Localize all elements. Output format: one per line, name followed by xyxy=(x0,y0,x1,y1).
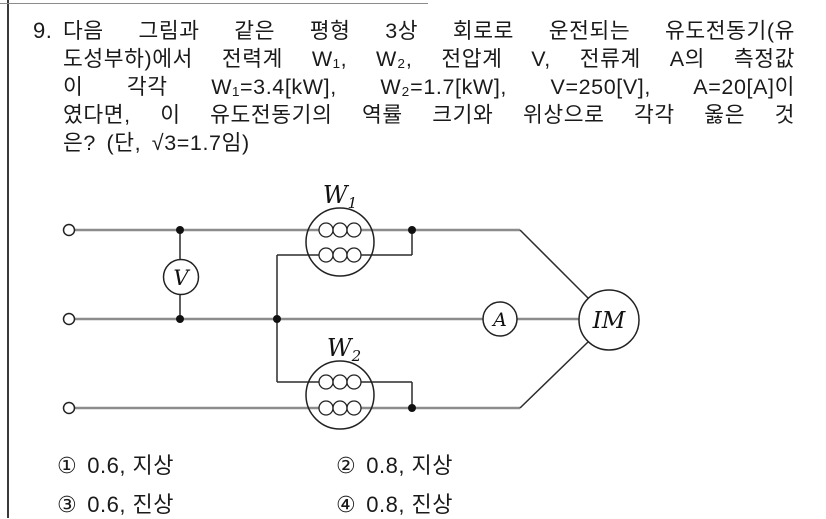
wattmeter1-label: W1 xyxy=(323,181,357,212)
ammeter-symbol xyxy=(482,301,518,337)
answer-choice-1: ① 0.6, 지상 xyxy=(57,448,174,480)
wattmeter2-symbol xyxy=(305,360,375,430)
w2-potential-coil xyxy=(346,374,362,390)
question-block: 9. 다음 그림과 같은 평형 3상 회로로 운전되는 유도전동기(유 도성부하… xyxy=(33,17,795,157)
wattmeter2-label: W2 xyxy=(327,334,361,365)
w2-current-coil xyxy=(318,400,334,416)
w1-current-coil xyxy=(318,222,334,238)
voltmeter-label: V xyxy=(173,266,190,290)
page-top-border xyxy=(0,3,428,4)
induction-motor-label: IM xyxy=(592,308,627,334)
w2-current-coil xyxy=(332,400,348,416)
w2-potential-coil xyxy=(318,374,334,390)
wattmeter1-symbol xyxy=(305,207,375,277)
voltmeter-symbol xyxy=(162,258,200,296)
w1-potential-coil xyxy=(332,247,348,263)
question-number: 9. xyxy=(33,18,53,43)
question-text-line: 이 각각 W₁=3.4[kW], W₂=1.7[kW], V=250[V], A… xyxy=(63,75,795,99)
question-text: 다음 그림과 같은 평형 3상 회로로 운전되는 유도전동기(유 도성부하)에서… xyxy=(63,17,795,157)
page-left-border xyxy=(7,0,9,518)
induction-motor-symbol xyxy=(578,289,640,351)
junction-dot xyxy=(176,315,184,323)
wattmeter1-label-sub: 1 xyxy=(348,194,358,212)
motor-lead-top-wire xyxy=(519,229,589,299)
junction-dot xyxy=(408,404,416,412)
choice-2-marker: ② xyxy=(336,453,357,478)
terminal-bottom xyxy=(62,401,76,415)
terminal-middle xyxy=(62,312,76,326)
junction-dot xyxy=(273,315,281,323)
question-text-line: 은? (단, √3=1.7임) xyxy=(63,131,250,155)
w1-potential-coil xyxy=(346,247,362,263)
terminal-top xyxy=(62,223,76,237)
question-text-line: 다음 그림과 같은 평형 3상 회로로 운전되는 유도전동기(유 xyxy=(63,19,795,43)
w2-current-coil xyxy=(346,400,362,416)
choice-4-text: 0.8, 진상 xyxy=(366,492,454,517)
junction-dot xyxy=(408,226,416,234)
w1-potential-coil xyxy=(318,247,334,263)
choice-3-marker: ③ xyxy=(57,492,78,517)
choice-1-marker: ① xyxy=(57,453,78,478)
wattmeter1-label-base: W xyxy=(323,181,350,209)
choice-2-text: 0.8, 지상 xyxy=(366,453,454,478)
w1-current-coil xyxy=(332,222,348,238)
answer-choice-2: ② 0.8, 지상 xyxy=(336,448,453,480)
answer-choice-3: ③ 0.6, 진상 xyxy=(57,487,174,519)
choice-4-marker: ④ xyxy=(336,492,357,517)
answer-choice-4: ④ 0.8, 진상 xyxy=(336,487,453,519)
choice-3-text: 0.6, 진상 xyxy=(87,492,175,517)
question-text-line: 도성부하)에서 전력계 W₁, W₂, 전압계 V, 전류계 A의 측정값 xyxy=(63,47,795,71)
motor-lead-bottom-wire xyxy=(519,341,589,409)
junction-dot xyxy=(176,226,184,234)
w2-potential-coil xyxy=(332,374,348,390)
w1-current-coil xyxy=(346,222,362,238)
wattmeter2-label-base: W xyxy=(327,334,354,362)
ammeter-label: A xyxy=(491,309,507,331)
wattmeter2-label-sub: 2 xyxy=(351,347,362,365)
choice-1-text: 0.6, 지상 xyxy=(87,453,175,478)
question-text-line: 였다면, 이 유도전동기의 역률 크기와 위상으로 각각 옳은 것 xyxy=(63,103,795,127)
